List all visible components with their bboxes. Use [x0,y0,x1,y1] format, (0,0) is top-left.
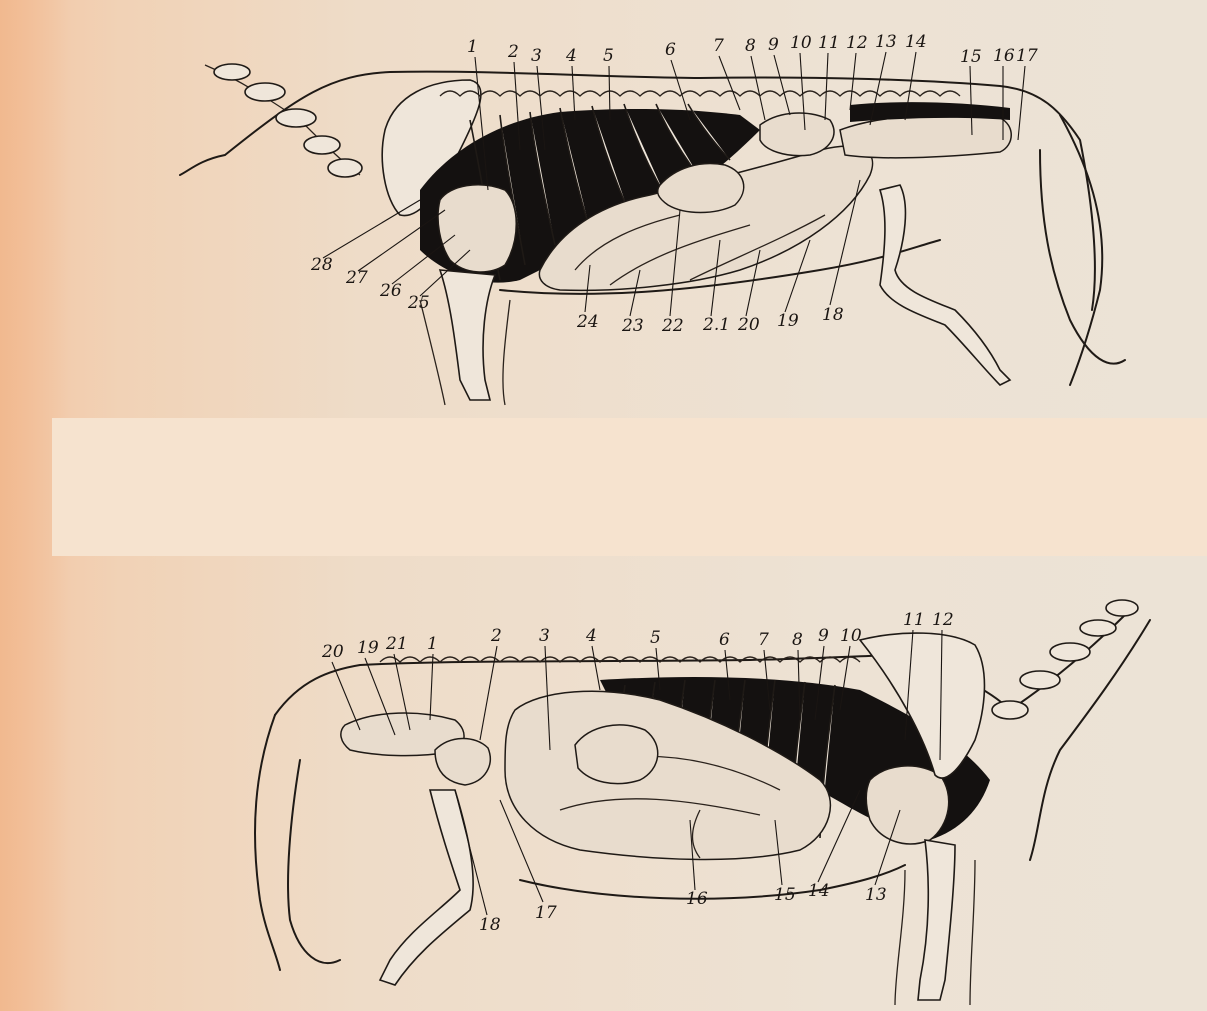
bottom-label-17: 17 [535,903,557,923]
top-label-3: 3 [531,46,542,66]
top-label-8: 8 [745,36,756,56]
top-label-10: 10 [790,33,812,53]
top-hind-leg [880,185,1010,385]
top-label-26: 26 [379,281,402,301]
top-kidney [760,113,834,156]
top-front-leg [440,270,495,400]
top-tail [1060,115,1102,385]
top-label-15: 15 [960,47,982,67]
top-label-5: 5 [603,46,614,66]
top-label-7: 7 [713,36,724,56]
bottom-neck-bones [992,600,1138,719]
top-label-19: 19 [777,311,799,331]
bottom-label-15: 15 [774,885,796,905]
bottom-stomach [575,725,658,784]
top-label-25: 25 [407,293,430,313]
top-figure-drawing: 1 2 3 4 5 6 7 8 9 10 11 12 13 14 15 16 1… [0,0,1207,410]
bottom-label-18: 18 [479,915,501,935]
bottom-belly-line [520,865,905,899]
bottom-label-20: 20 [321,642,344,662]
top-label-21: 2.1 [702,315,730,335]
top-label-9: 9 [768,35,779,55]
bottom-label-16: 16 [686,889,708,909]
bottom-label-9: 9 [818,626,829,646]
top-label-18: 18 [822,305,844,325]
bottom-label-12: 12 [932,610,954,630]
bottom-label-7: 7 [758,630,769,650]
top-label-2: 2 [507,42,519,62]
bottom-label-4: 4 [585,626,597,646]
top-label-12: 12 [846,33,868,53]
bottom-front-leg [918,840,955,1000]
top-label-6: 6 [665,40,676,60]
bottom-bladder [435,738,490,785]
bottom-label-8: 8 [792,630,803,650]
top-label-17: 17 [1016,46,1038,66]
top-label-28: 28 [310,255,333,275]
top-label-24: 24 [576,312,599,332]
top-heart [438,185,516,272]
top-label-20: 20 [737,315,760,335]
bottom-label-1: 1 [427,634,438,654]
bottom-label-11: 11 [903,610,925,630]
top-label-22: 22 [661,316,684,336]
top-rectum [840,115,1011,158]
bottom-tail [255,715,280,970]
top-label-23: 23 [621,316,644,336]
bottom-label-5: 5 [650,628,661,648]
top-tail-hair [1040,150,1125,364]
top-label-11: 11 [818,33,840,53]
bottom-tail-hair [288,760,340,963]
bottom-label-19: 19 [357,638,379,658]
bottom-label-13: 13 [865,885,887,905]
bottom-hind-leg [380,790,473,985]
top-label-16: 16 [993,46,1015,66]
bottom-anatomy-figure: 1 2 3 4 5 6 7 8 9 10 11 12 13 14 15 16 1… [0,560,1207,1011]
top-label-1: 1 [467,37,478,57]
top-label-4: 4 [565,46,577,66]
bottom-label-2: 2 [490,626,502,646]
bottom-heart [866,766,948,844]
top-anatomy-figure: 1 2 3 4 5 6 7 8 9 10 11 12 13 14 15 16 1… [0,0,1207,410]
top-label-13: 13 [875,32,897,52]
bottom-label-10: 10 [840,626,862,646]
bottom-label-3: 3 [539,626,550,646]
top-label-27: 27 [345,268,368,288]
bottom-label-6: 6 [719,630,730,650]
masking-strip [52,418,1207,556]
top-label-14: 14 [905,32,927,52]
top-spine [440,91,960,96]
bottom-label-14: 14 [808,881,830,901]
bottom-figure-drawing: 1 2 3 4 5 6 7 8 9 10 11 12 13 14 15 16 1… [0,560,1207,1011]
bottom-label-21: 21 [385,634,408,654]
